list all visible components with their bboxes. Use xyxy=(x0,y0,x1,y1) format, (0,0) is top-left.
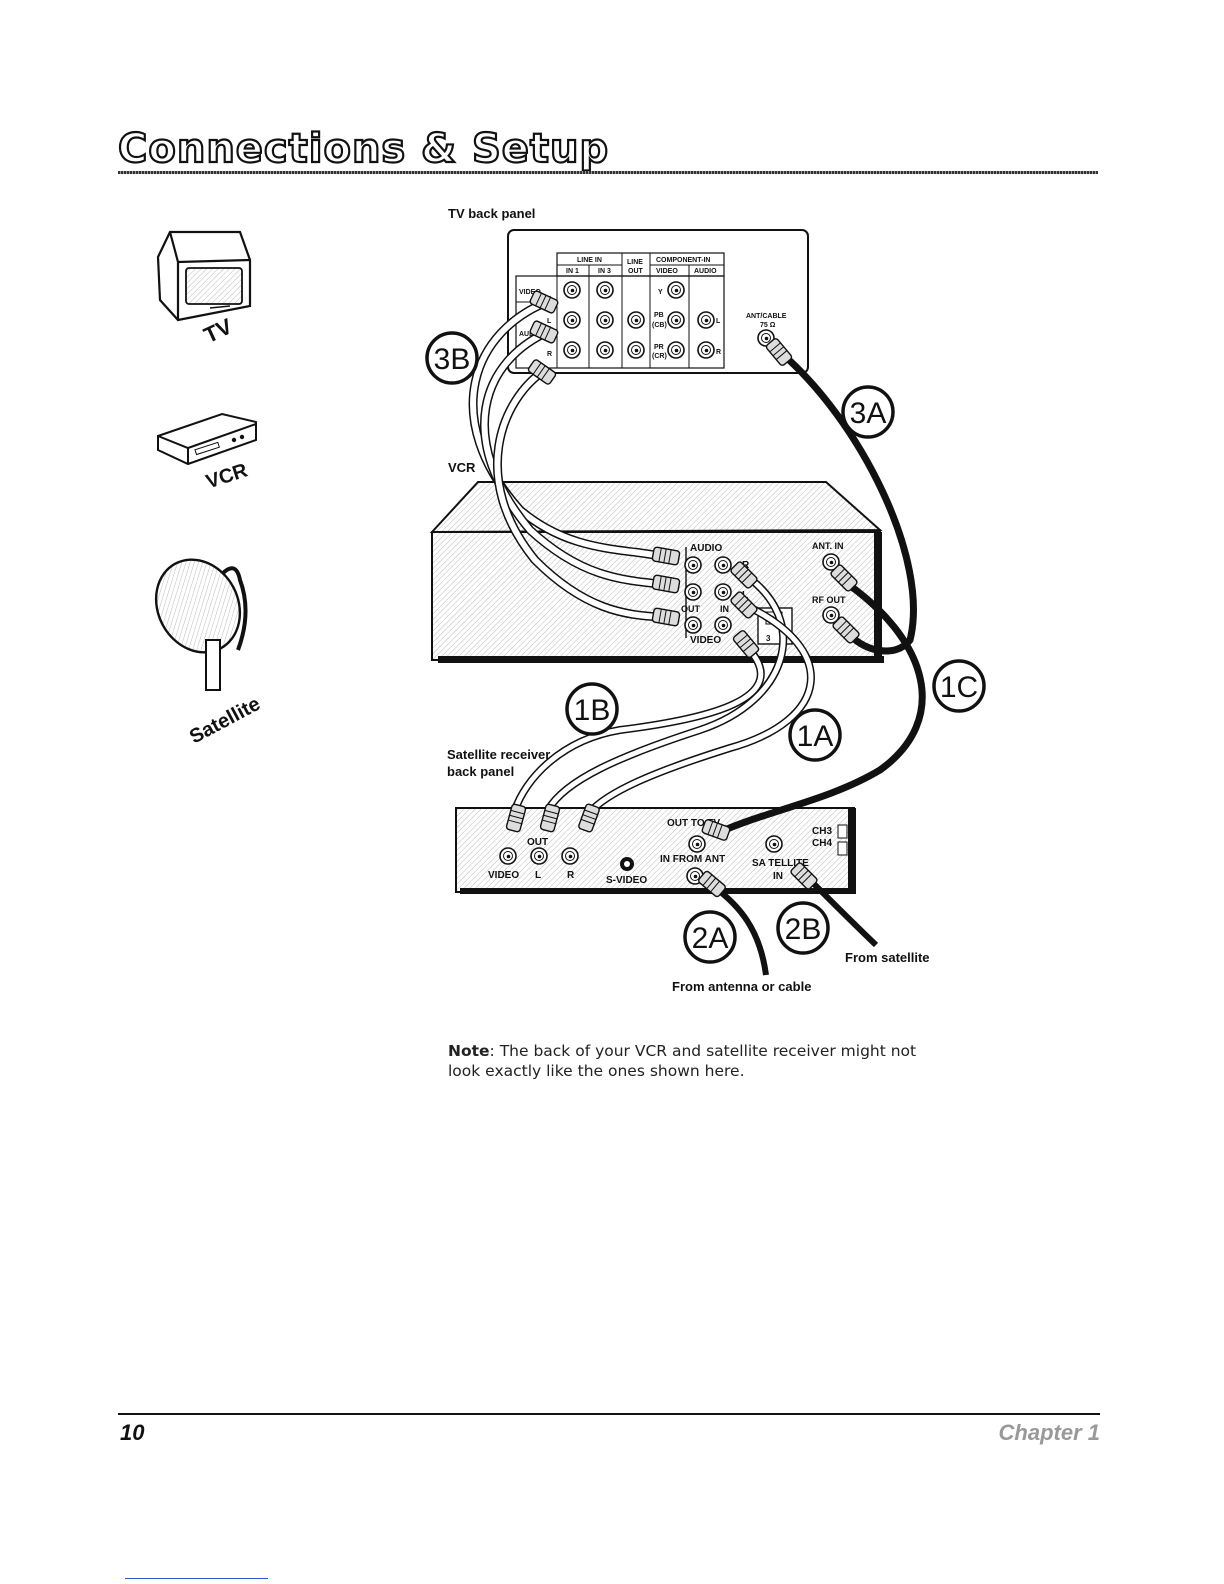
tv-comp-video-label: VIDEO xyxy=(656,268,678,275)
tv-comp-audio-label: AUDIO xyxy=(694,268,717,275)
vcr-r-label: R xyxy=(742,560,750,571)
sat-s-video-label: S-VIDEO xyxy=(606,875,647,886)
header-rule xyxy=(118,171,1098,174)
tv-pr-label: PR xyxy=(654,344,664,351)
cable-3a xyxy=(777,349,917,655)
tv-line-out-bottom-label: OUT xyxy=(628,268,644,275)
svg-text:2B: 2B xyxy=(785,913,822,946)
sat-ch3-label: CH3 xyxy=(812,826,832,837)
tv-panel-title: TV back panel xyxy=(448,206,535,221)
vcr-video-label: VIDEO xyxy=(690,635,721,646)
svg-text:1C: 1C xyxy=(940,671,978,704)
svg-text:1A: 1A xyxy=(797,720,834,753)
tv-cb-label: (CB) xyxy=(652,322,667,329)
tv-r-label: R xyxy=(547,351,552,358)
callout-2a: 2A xyxy=(683,910,737,964)
from-antenna-label: From antenna or cable xyxy=(672,979,811,994)
tv-in3-label: IN 3 xyxy=(598,268,611,275)
callout-1c: 1C xyxy=(932,659,986,713)
tv-line-out-top-label: LINE xyxy=(627,259,643,266)
vcr-audio-label: AUDIO xyxy=(690,543,722,554)
sat-ch4-label: CH4 xyxy=(812,838,832,849)
tv-ohm-label: 75 Ω xyxy=(760,322,776,329)
callout-1a: 1A xyxy=(788,708,842,762)
sat-out-label: OUT xyxy=(527,837,548,848)
svg-text:3B: 3B xyxy=(434,343,471,376)
callout-3b: 3B xyxy=(425,331,479,385)
tv-audio-r-label: R xyxy=(716,349,721,356)
sat-l-label: L xyxy=(535,870,541,881)
tv-l-label: L xyxy=(547,318,552,325)
cable-1a-audio-l xyxy=(587,601,815,815)
page-number: 10 xyxy=(120,1420,145,1445)
vcr-body xyxy=(429,481,884,663)
callout-3a: 3A xyxy=(841,385,895,439)
tv-line-in-label: LINE IN xyxy=(577,257,602,264)
sat-in-from-ant-label: IN FROM ANT xyxy=(660,854,725,865)
tv-row-audio-label: AUDIO xyxy=(519,331,542,338)
cable-1c xyxy=(718,577,926,836)
tv-row-video-label: VIDEO xyxy=(519,289,541,296)
callout-2b: 2B xyxy=(776,901,830,955)
svg-text:2A: 2A xyxy=(692,922,729,955)
svg-text:3A: 3A xyxy=(850,397,887,430)
tv-in1-label: IN 1 xyxy=(566,268,579,275)
chapter-label: Chapter 1 xyxy=(998,1420,1100,1445)
cable-3b-audio-l xyxy=(480,325,661,589)
sat-title-line2: back panel xyxy=(447,764,514,779)
sat-jacks xyxy=(499,835,783,885)
callout-1b: 1B xyxy=(565,682,619,736)
sat-video-label: VIDEO xyxy=(488,870,519,881)
sat-r-label: R xyxy=(567,870,575,881)
sat-satellite-in-label: IN xyxy=(773,871,783,882)
vcr-out-label: OUT xyxy=(681,604,701,614)
note-text: : The back of your VCR and satellite rec… xyxy=(448,1042,917,1080)
vcr-ch3-label: 3 xyxy=(766,634,771,643)
satellite-icon xyxy=(154,558,248,691)
sat-title-line1: Satellite receiver xyxy=(447,747,550,762)
vcr-title: VCR xyxy=(448,460,476,475)
tv-back-panel xyxy=(507,229,809,374)
vcr-ant-in-label: ANT. IN xyxy=(812,541,844,551)
cable-3b-audio-r xyxy=(493,366,661,622)
svg-text:1B: 1B xyxy=(574,694,611,727)
note-paragraph: Note: The back of your VCR and satellite… xyxy=(448,1041,928,1081)
tv-icon-label: TV xyxy=(200,313,236,348)
tv-pb-label: PB xyxy=(654,312,664,319)
tv-component-in-label: COMPONENT-IN xyxy=(656,257,710,264)
tv-ant-cable-label: ANT/CABLE xyxy=(746,313,787,320)
cable-1b-video xyxy=(511,642,765,812)
tv-cr-label: (CR) xyxy=(652,353,667,360)
tv-y-label: Y xyxy=(658,289,663,296)
sat-out-to-tv-label: OUT TO TV xyxy=(667,818,720,829)
tv-icon xyxy=(156,230,252,322)
vcr-icon xyxy=(157,412,257,466)
vcr-icon-label: VCR xyxy=(203,459,250,493)
satellite-icon-label: Satellite xyxy=(186,693,264,748)
footer-rule xyxy=(118,1413,1100,1415)
sat-satellite-label: SA TELLITE xyxy=(752,858,809,869)
vcr-rf-out-label: RF OUT xyxy=(812,595,846,605)
vcr-in-label: IN xyxy=(720,604,729,614)
note-bold: Note xyxy=(448,1042,490,1060)
from-satellite-label: From satellite xyxy=(845,950,930,965)
tv-audio-l-label: L xyxy=(716,318,721,325)
cable-1a-audio-r xyxy=(544,571,788,813)
link-underline xyxy=(125,1578,268,1579)
page-title: Connections & Setup xyxy=(117,125,610,173)
